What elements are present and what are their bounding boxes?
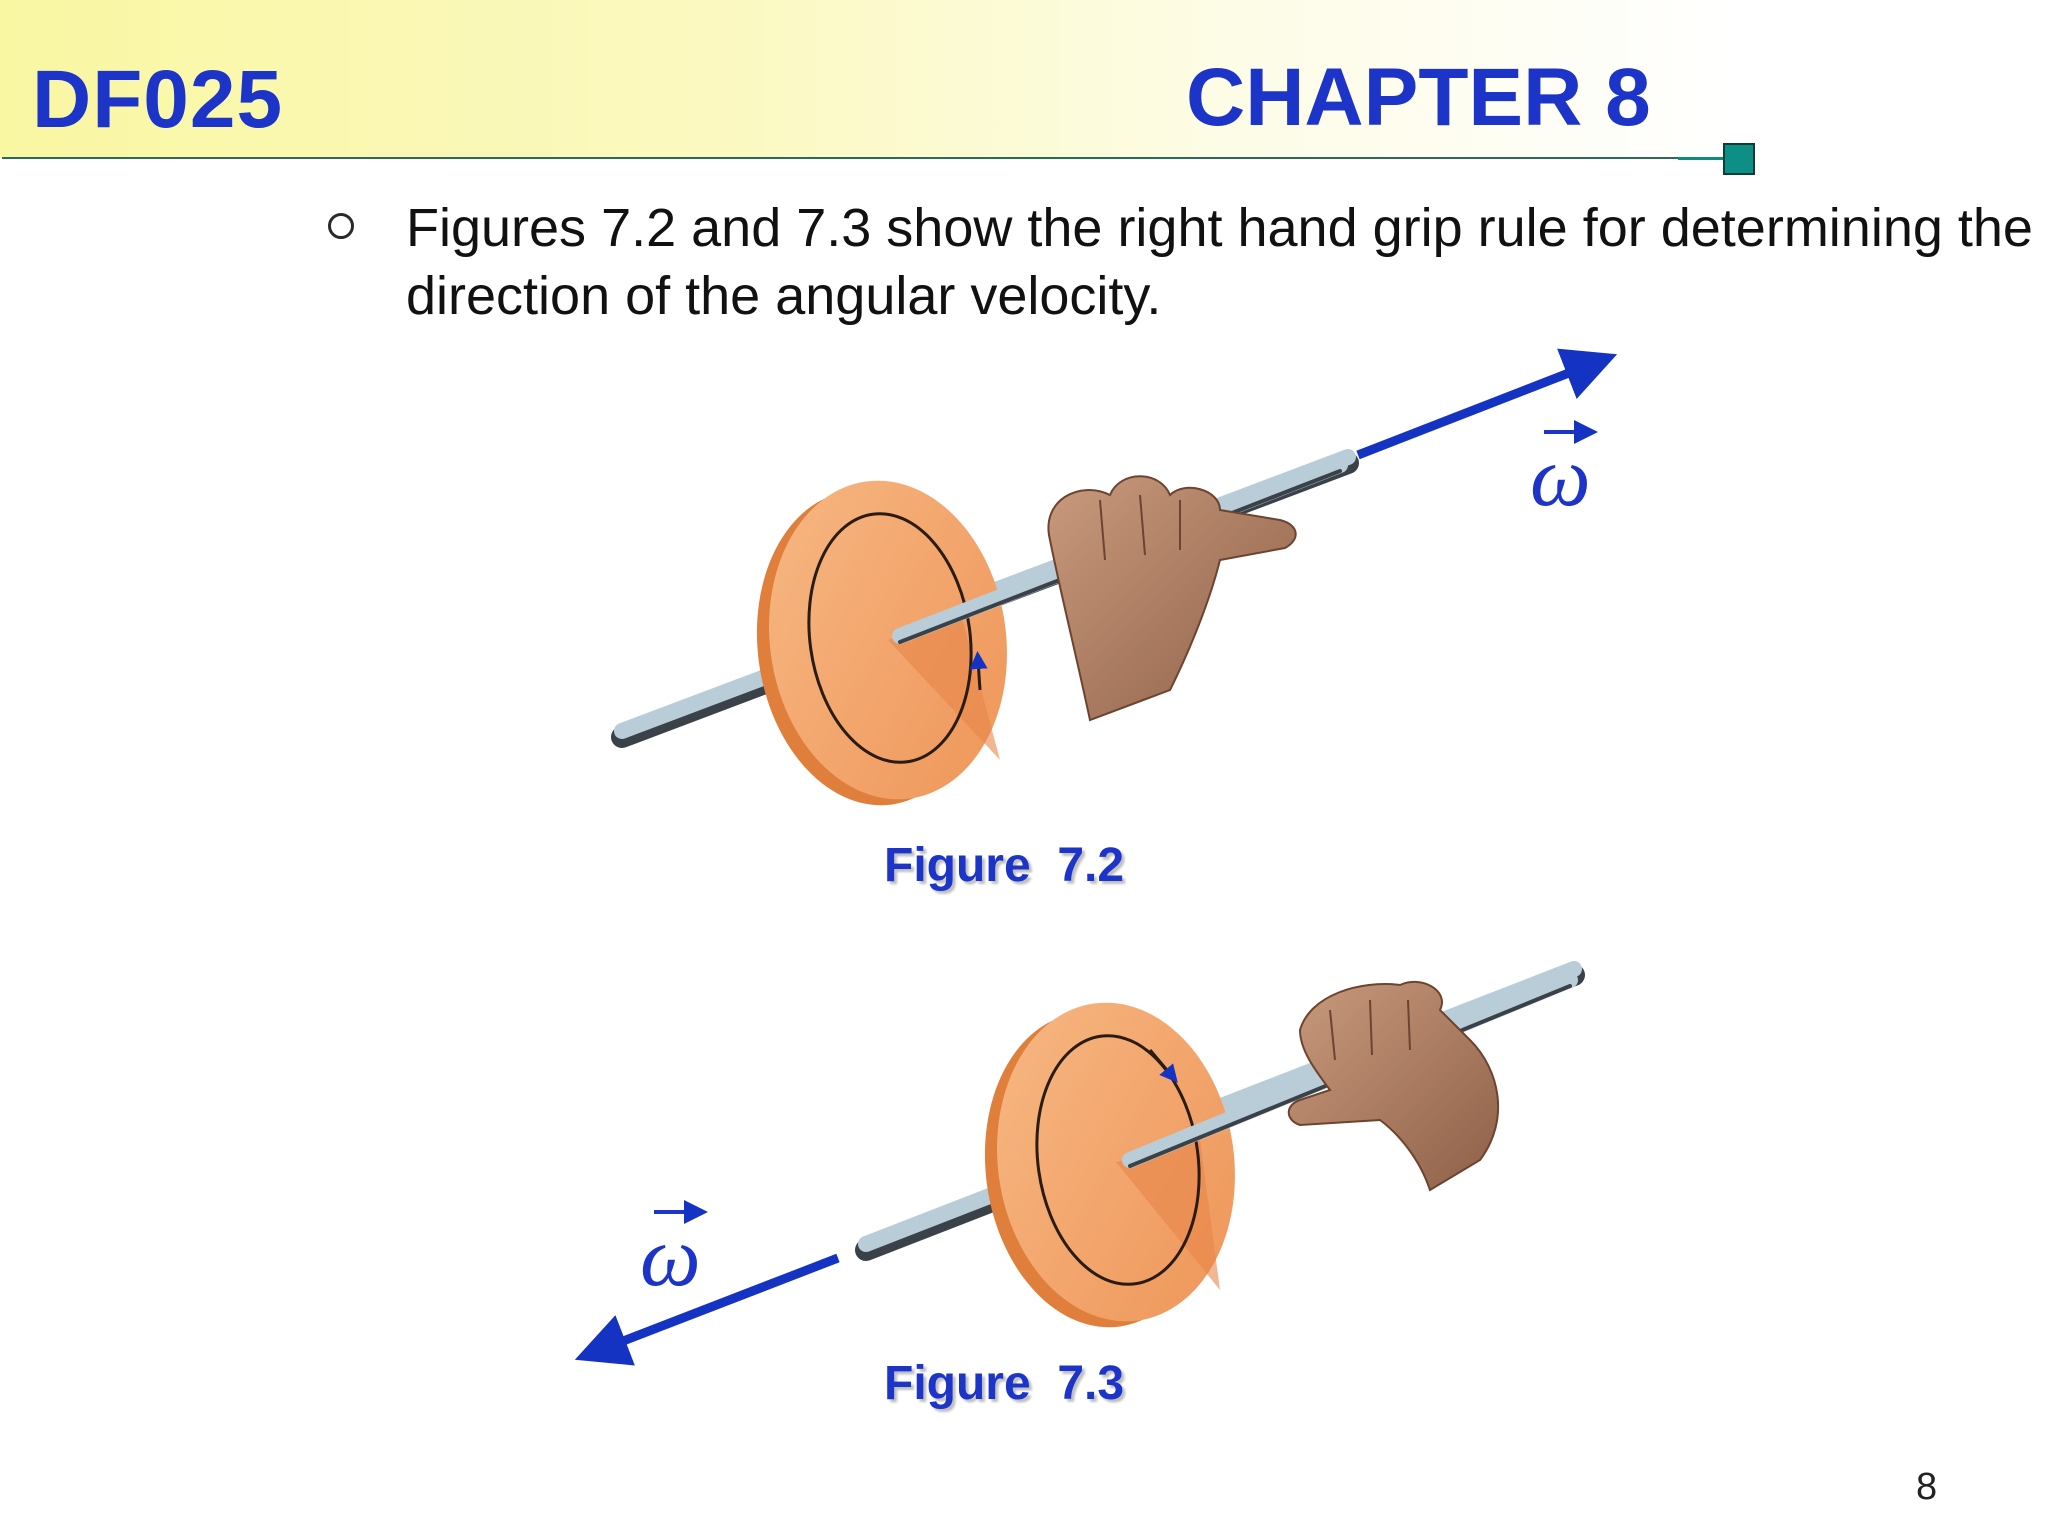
hand-icon: [1047, 475, 1297, 722]
disk-icon: [984, 1002, 1235, 1328]
figure-7-2-illustration: ω: [611, 348, 1618, 806]
omega-vector-label: ω: [640, 1200, 708, 1304]
disk-icon: [756, 480, 1007, 806]
corner-accent-square: [1723, 143, 1755, 175]
angular-velocity-arrow: [574, 1253, 840, 1366]
omega-vector-label: ω: [1530, 420, 1598, 524]
figure-caption: Figure 7.2: [884, 839, 1125, 892]
svg-text:ω: ω: [1530, 428, 1591, 524]
svg-text:ω: ω: [640, 1208, 701, 1304]
header-band: [0, 0, 2048, 158]
angular-velocity-arrow: [1356, 348, 1618, 460]
chapter-title: CHAPTER 8: [1186, 52, 1651, 143]
bullet-text: Figures 7.2 and 7.3 show the right hand …: [406, 198, 2033, 326]
bullet-circle-icon: [328, 213, 354, 239]
corner-accent-line: [1678, 157, 1724, 160]
hand-icon: [1287, 980, 1500, 1192]
page-number: 8: [1916, 1466, 1938, 1508]
figure-caption: Figure 7.3: [884, 1357, 1125, 1410]
header-divider: [2, 157, 1678, 159]
course-code: DF025: [32, 54, 284, 145]
figure-7-3-illustration: ω: [574, 961, 1585, 1366]
